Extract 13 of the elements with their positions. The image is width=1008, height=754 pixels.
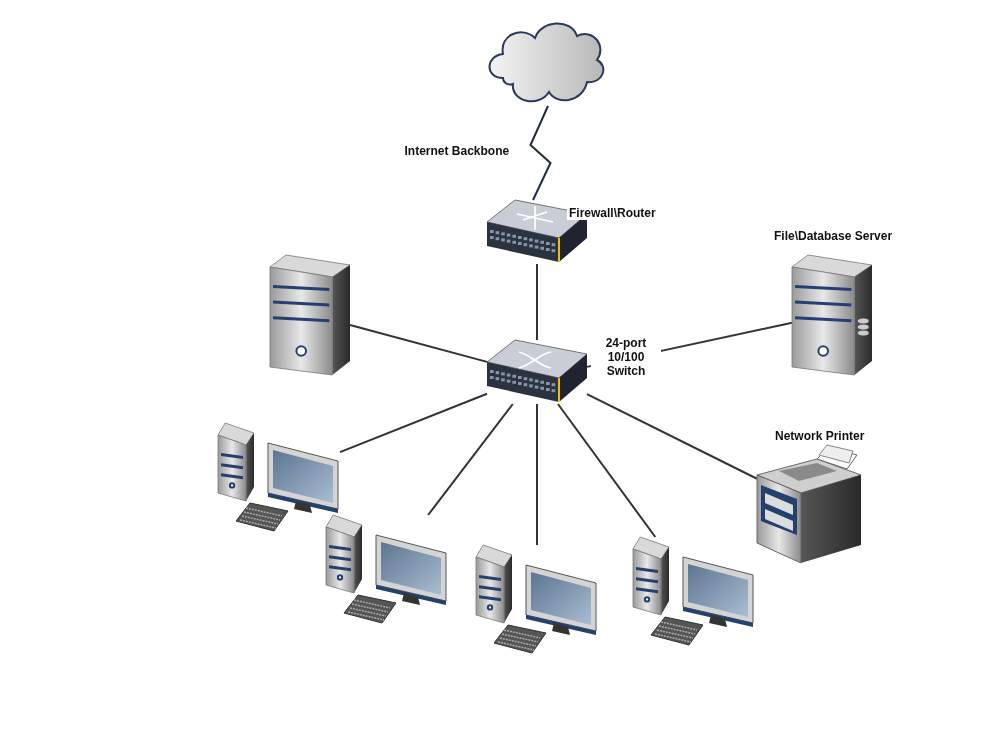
edge-label: Internet Backbone <box>402 144 512 158</box>
network-cable <box>536 263 538 341</box>
network-cable <box>427 403 514 516</box>
device-label: 24-port 10/100 Switch <box>591 336 661 378</box>
network-cable <box>586 393 758 480</box>
device-label: Network Printer <box>773 429 867 443</box>
network-cable <box>556 403 657 538</box>
network-cable <box>339 392 488 454</box>
network-cable <box>536 403 538 546</box>
device-label: Firewall\Router <box>567 206 658 220</box>
network-cable <box>349 324 488 363</box>
device-label: File\Database Server <box>772 229 895 243</box>
lightning-link <box>529 105 552 201</box>
